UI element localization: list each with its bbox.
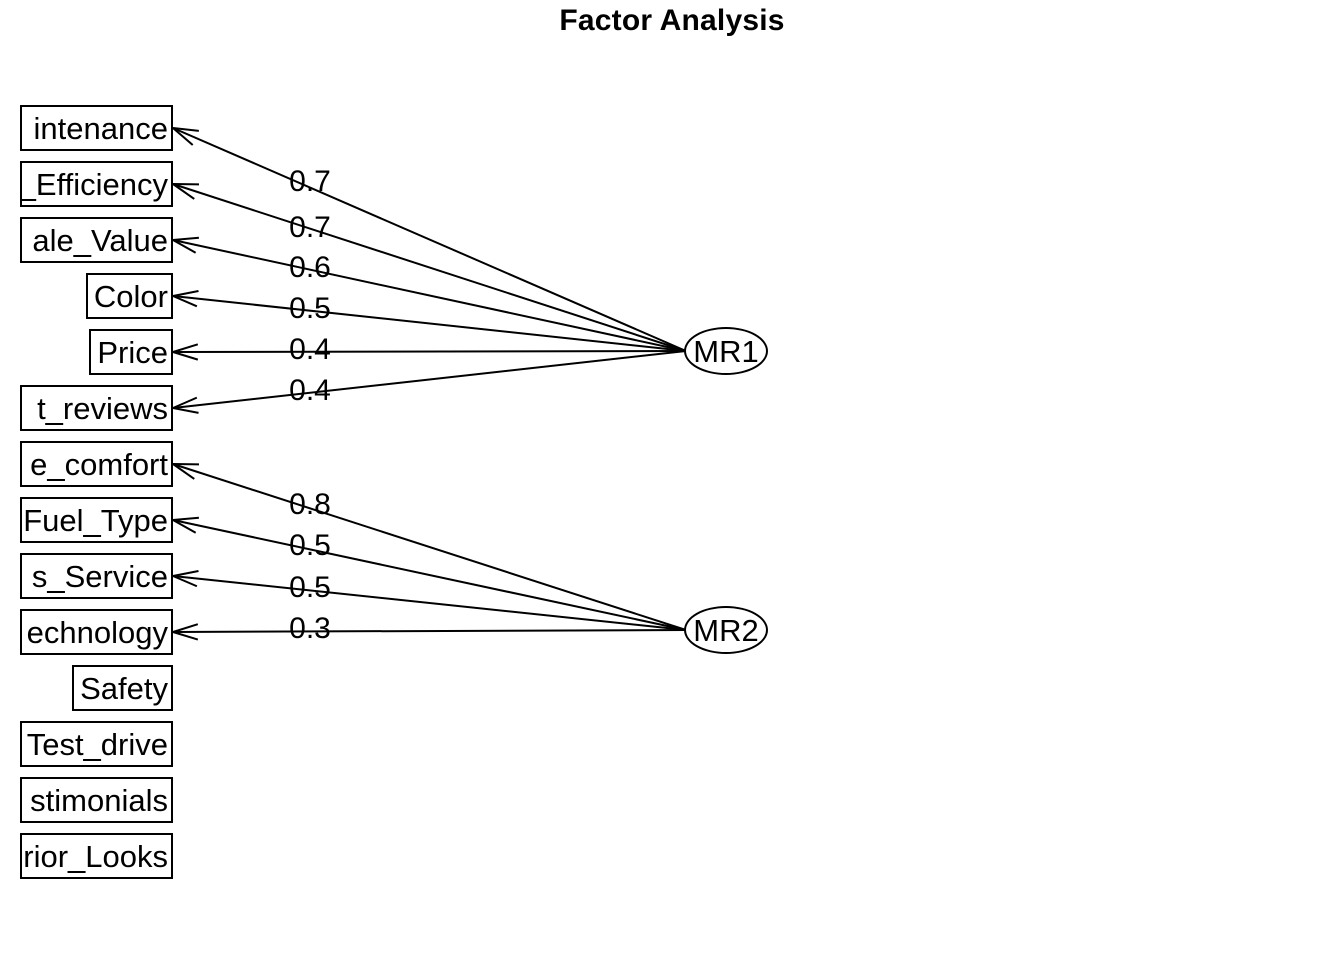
manifest-variable-box: s_Service <box>20 553 173 599</box>
factor-label: MR1 <box>693 333 759 369</box>
manifest-variable-label: intenance <box>33 110 168 146</box>
manifest-variable-label: s_Service <box>31 558 168 594</box>
manifest-variable-label: t_reviews <box>37 390 168 426</box>
loading-arrow <box>172 236 687 352</box>
manifest-variable-label: Test_drive <box>26 726 168 762</box>
manifest-variable-box: _Efficiency <box>20 161 173 207</box>
manifest-variable-label: stimonials <box>30 782 168 818</box>
loading-arrow <box>172 623 687 641</box>
manifest-variable-box: Color <box>85 273 173 319</box>
loading-value-label: 0.3 <box>289 612 331 645</box>
manifest-variable-box: intenance <box>20 105 173 151</box>
manifest-variable-box: Safety <box>72 665 173 711</box>
manifest-variable-box: e_comfort <box>20 441 173 487</box>
manifest-variable-box: ale_Value <box>20 217 173 263</box>
manifest-variable-box: Price <box>89 329 173 375</box>
loading-arrow <box>172 183 687 352</box>
loading-arrow <box>172 516 687 631</box>
manifest-variable-box: stimonials <box>20 777 173 823</box>
loading-value-label: 0.4 <box>289 374 331 407</box>
manifest-variable-box: Test_drive <box>20 721 173 767</box>
loading-value-label: 0.8 <box>289 488 331 521</box>
loading-arrow <box>172 569 687 631</box>
factor-node-mr2: MR2 <box>684 606 768 654</box>
manifest-variable-label: Safety <box>80 670 168 706</box>
loading-arrow <box>172 290 687 352</box>
manifest-variable-box: rior_Looks <box>20 833 173 879</box>
loading-value-label: 0.5 <box>289 292 331 325</box>
factor-node-mr1: MR1 <box>684 327 768 375</box>
manifest-variable-box: echnology <box>20 609 173 655</box>
factor-label: MR2 <box>693 612 759 648</box>
loading-value-label: 0.5 <box>289 529 331 562</box>
manifest-variable-label: e_comfort <box>30 446 168 482</box>
loading-value-label: 0.7 <box>289 165 331 198</box>
manifest-variable-label: ale_Value <box>32 222 168 258</box>
manifest-variable-box: Fuel_Type <box>20 497 173 543</box>
manifest-variable-label: _Efficiency <box>20 166 168 202</box>
page-title: Factor Analysis <box>559 4 785 37</box>
loading-value-label: 0.6 <box>289 251 331 284</box>
loading-value-label: 0.4 <box>289 333 331 366</box>
loading-arrow <box>172 127 687 352</box>
manifest-variable-label: Fuel_Type <box>23 502 168 538</box>
loading-value-label: 0.7 <box>289 211 331 244</box>
manifest-variable-label: Color <box>93 278 168 314</box>
loading-value-label: 0.5 <box>289 571 331 604</box>
loading-arrow <box>172 343 687 361</box>
loading-arrow <box>172 463 687 631</box>
manifest-variable-label: echnology <box>26 614 168 650</box>
manifest-variable-box: t_reviews <box>20 385 173 431</box>
manifest-variable-label: Price <box>97 334 168 370</box>
loading-arrow <box>172 350 687 414</box>
manifest-variable-label: rior_Looks <box>23 838 168 874</box>
